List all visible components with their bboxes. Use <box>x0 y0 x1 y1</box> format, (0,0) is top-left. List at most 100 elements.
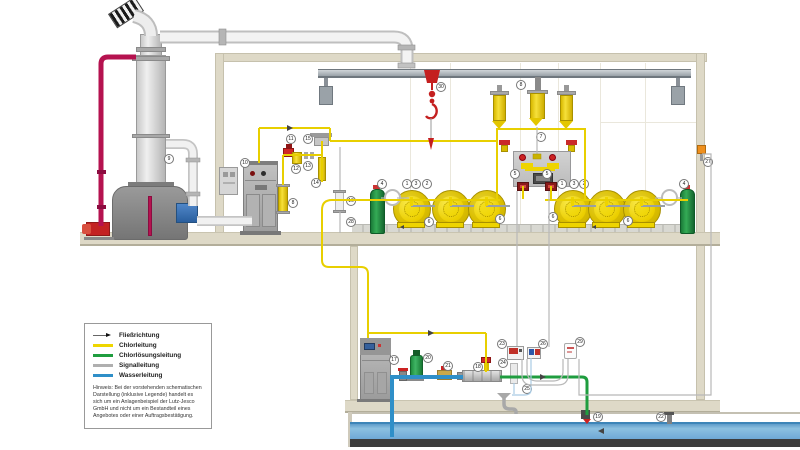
cylinder-scale <box>661 189 678 206</box>
legend-item-fliessrichtung: Fließrichtung <box>93 331 203 340</box>
wall-seam <box>600 63 601 224</box>
marker-26: 26 <box>538 339 548 349</box>
marker-5: 5 <box>510 169 520 179</box>
lifted-cylinder <box>530 93 545 119</box>
marker-24: 24 <box>498 358 508 368</box>
vacuum-regulator-cap <box>310 133 332 137</box>
booster-pump <box>410 355 423 376</box>
water-pump <box>176 203 198 223</box>
legend-item-chlorloesungsleitung: Chlorlösungsleitung <box>93 351 203 360</box>
drum-stand <box>592 222 620 228</box>
drum-rail <box>352 224 690 233</box>
legend-box: Fließrichtung Chlorleitung Chlorlösungsl… <box>84 323 212 429</box>
wall-seam <box>410 63 411 224</box>
cabinet-door <box>246 194 260 227</box>
sorption-cylinder <box>560 95 573 121</box>
marker-7: 7 <box>536 132 546 142</box>
legend-label: Chlorlösungsleitung <box>119 352 182 359</box>
crane-rail <box>318 69 691 78</box>
marker-16: 16 <box>346 196 356 206</box>
scrubber-top-stub <box>140 34 162 56</box>
drum-stand <box>558 222 586 228</box>
crane-end-block <box>319 86 333 105</box>
panel-button <box>230 172 235 177</box>
flange <box>132 56 170 61</box>
panel-slot <box>223 182 235 184</box>
channel-base <box>350 439 800 447</box>
pipe-fitting <box>304 152 308 159</box>
marker-10: 10 <box>240 158 250 168</box>
valve-knob <box>549 154 556 161</box>
marker-13: 13 <box>303 161 313 171</box>
marker-9: 9 <box>164 154 174 164</box>
legend-swatch-chlorloesungsleitung <box>93 354 113 357</box>
marker-4: 4 <box>377 179 387 189</box>
marker-6: 6 <box>623 216 633 226</box>
manifold-valve-handle <box>499 140 510 145</box>
drum-stand <box>436 222 464 228</box>
vent-elbow <box>132 9 158 37</box>
marker-15: 15 <box>303 134 313 144</box>
legend-note: Hinweis: Bei der vorstehenden schematisc… <box>93 385 202 419</box>
legend-label: Chlorleitung <box>119 342 157 349</box>
flange <box>136 47 166 52</box>
duct-flange <box>218 28 227 46</box>
cabinet-slot <box>255 185 267 190</box>
legend-label: Fließrichtung <box>119 332 160 339</box>
pressure-gauge <box>517 182 529 191</box>
legend-item-wasserleitung: Wasserleitung <box>93 371 203 380</box>
scrubber-column <box>136 55 166 189</box>
measuring-cell <box>510 363 518 384</box>
wall-seam <box>600 122 696 123</box>
manifold-valve-handle <box>566 140 577 145</box>
flange <box>132 134 170 138</box>
injection-fitting <box>581 410 590 419</box>
marker-2: 2 <box>422 179 432 189</box>
marker-20: 20 <box>423 353 433 363</box>
cabinet-door <box>262 194 276 227</box>
gas-cylinder <box>370 189 385 234</box>
sampling-probe <box>667 415 672 424</box>
marker-27: 27 <box>703 157 713 167</box>
marker-29: 29 <box>575 337 585 347</box>
panel-button <box>223 172 228 177</box>
flow-direction-icon <box>93 332 113 339</box>
cabinet-gauge <box>261 171 266 176</box>
vent-striped-tip <box>107 0 145 29</box>
legend-swatch-chlorleitung <box>93 344 113 347</box>
lower-room-left-wall <box>350 246 358 400</box>
upper-floor <box>80 232 720 246</box>
drum-valve-bar <box>641 205 665 207</box>
marker-17: 17 <box>389 355 399 365</box>
drum-stand <box>397 222 425 228</box>
chlorine-drum <box>432 190 470 228</box>
vent-duct <box>160 30 414 67</box>
channel-edge <box>350 412 800 414</box>
drain-funnel <box>497 393 511 400</box>
scrubber-collar <box>128 182 174 189</box>
channel-water <box>350 422 800 439</box>
gas-cylinder <box>680 189 695 234</box>
marker-4: 4 <box>679 179 689 189</box>
marker-22: 22 <box>656 412 666 422</box>
cabinet-vent <box>377 372 387 394</box>
cabinet-gauge <box>250 171 255 176</box>
level-gauge <box>148 196 152 236</box>
valve-knob <box>519 154 526 161</box>
isolation-valve <box>399 371 407 381</box>
marker-6: 6 <box>495 214 505 224</box>
injector <box>462 370 502 382</box>
marker-30: 30 <box>436 82 446 92</box>
legend-swatch-wasserleitung <box>93 374 113 377</box>
marker-11: 11 <box>286 134 296 144</box>
wall-seam <box>558 63 559 224</box>
cabinet-vent <box>364 372 374 394</box>
crane-end-block <box>671 86 685 105</box>
marker-12: 12 <box>291 164 301 174</box>
chlorine-filter <box>278 184 288 214</box>
marker-5: 5 <box>542 169 552 179</box>
legend-item-signalleitung: Signalleitung <box>93 361 203 370</box>
chlorine-drum <box>468 190 506 228</box>
marker-19: 19 <box>593 412 603 422</box>
gas-warning-sensor <box>697 145 706 154</box>
